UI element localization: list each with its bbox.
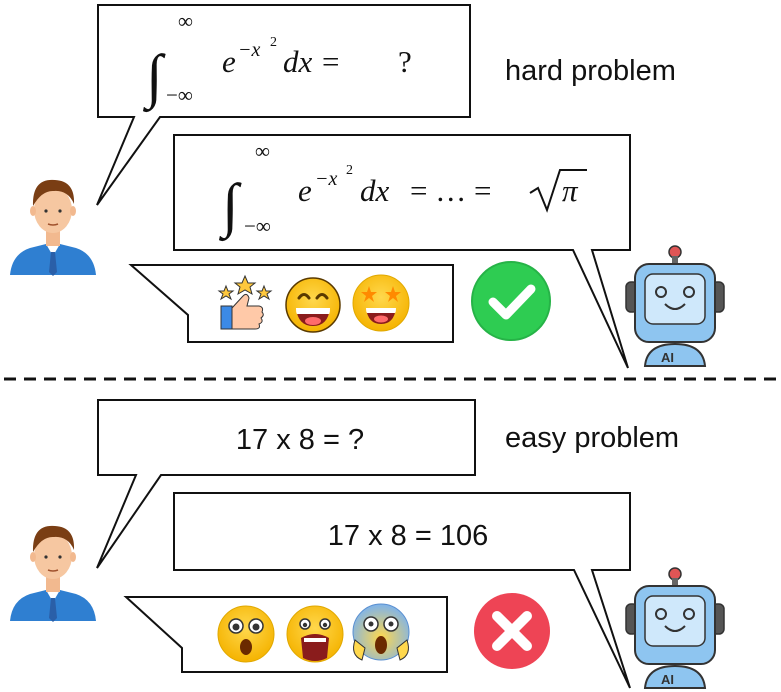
- integral-upper: ∞: [255, 139, 270, 163]
- ellipsis: = … =: [410, 173, 491, 208]
- unknown-mark: ?: [398, 44, 412, 79]
- robot-badge: AI: [661, 672, 674, 687]
- hard-problem-label: hard problem: [505, 55, 676, 87]
- robot-badge: AI: [661, 350, 674, 365]
- grinning-face-icon: [285, 277, 341, 333]
- integral-lower: −∞: [166, 83, 193, 107]
- check-icon: [471, 261, 551, 341]
- robot-avatar-icon: AI: [625, 567, 725, 689]
- shocked-face-icon: [286, 605, 344, 663]
- integral-upper: ∞: [178, 9, 193, 33]
- sqrt-sign: [529, 169, 587, 213]
- result: π: [562, 173, 579, 208]
- screaming-face-icon: [352, 603, 410, 661]
- easy-problem-label: easy problem: [505, 422, 679, 454]
- question-bubble-hard: [96, 4, 471, 206]
- differential: dx: [360, 173, 390, 208]
- cross-icon: [474, 593, 550, 669]
- star-struck-face-icon: [352, 274, 410, 332]
- question-bubble-easy: [96, 399, 476, 569]
- exponent: −x: [315, 168, 337, 190]
- human-avatar-icon: [10, 525, 96, 622]
- thumbs-up-stars-icon: [217, 274, 273, 330]
- integral-sign: ∫: [219, 172, 242, 242]
- hard-question-formula: ∫ ∞ −∞ e −x 2 dx = ?: [143, 9, 412, 113]
- easy-question: 17 x 8 = ?: [236, 424, 364, 456]
- base: e: [222, 44, 236, 79]
- surprised-face-icon: [217, 605, 275, 663]
- differential: dx =: [283, 44, 341, 79]
- exponent-power: 2: [346, 163, 353, 178]
- answer-bubble-hard: [173, 134, 631, 369]
- easy-answer: 17 x 8 = 106: [328, 520, 488, 552]
- robot-avatar-icon: AI: [625, 245, 725, 367]
- human-avatar-icon: [10, 179, 96, 276]
- exponent-power: 2: [270, 35, 277, 50]
- integral-lower: −∞: [244, 214, 271, 238]
- base: e: [298, 173, 312, 208]
- hard-answer-formula: ∫ ∞ −∞ e −x 2 dx = … = π: [219, 139, 587, 242]
- integral-sign: ∫: [143, 43, 166, 113]
- answer-bubble-easy: [173, 492, 631, 689]
- exponent: −x: [238, 39, 260, 61]
